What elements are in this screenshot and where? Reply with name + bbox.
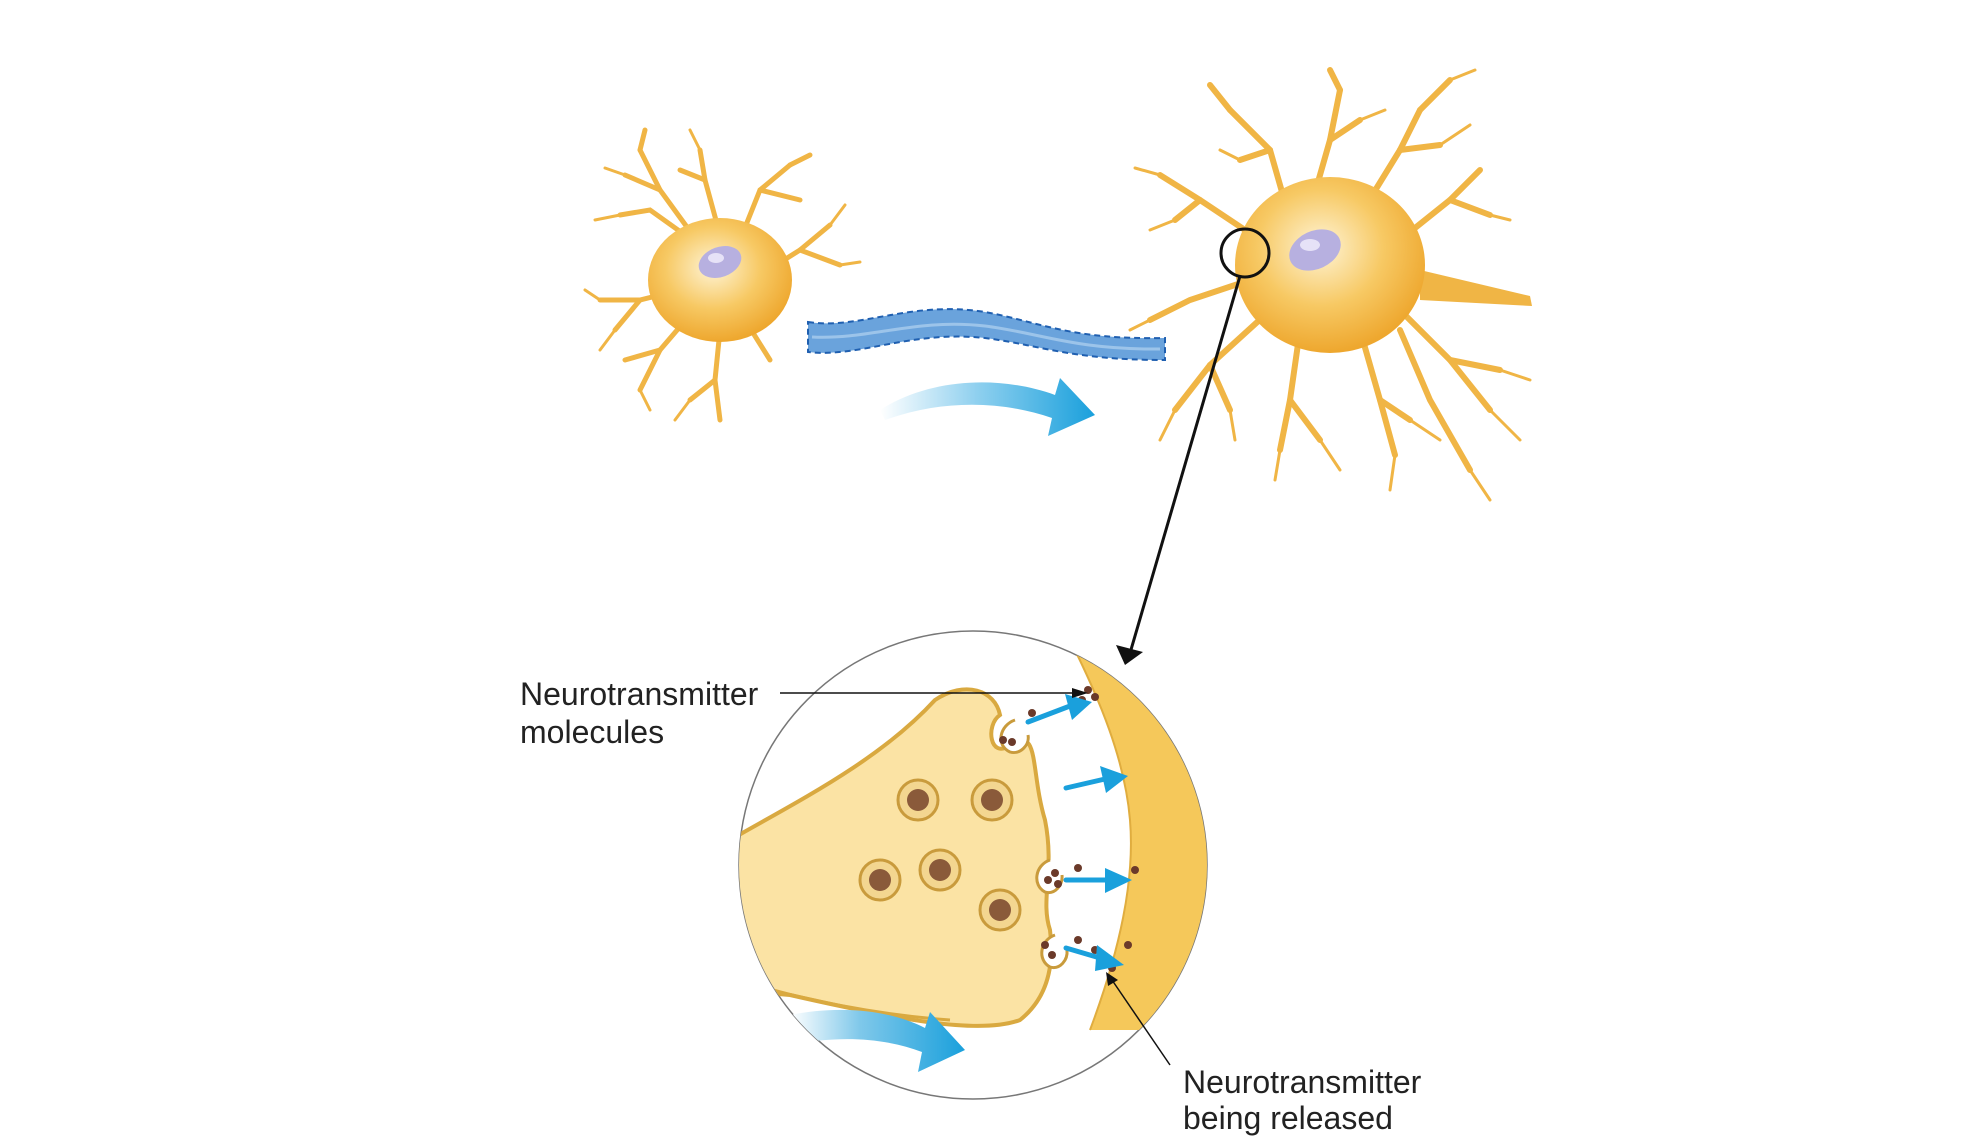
left-cell-body bbox=[648, 218, 792, 342]
axon-highlight bbox=[811, 322, 1161, 351]
right-neuron bbox=[1128, 67, 1532, 502]
zoom-ring bbox=[1219, 227, 1271, 279]
label-released-line1: Neurotransmitter bbox=[1183, 1064, 1422, 1100]
released-leader-head bbox=[1106, 972, 1118, 986]
synapse-closeup bbox=[738, 630, 1208, 1100]
released-leader-line bbox=[1111, 979, 1171, 1066]
zoom-pointer-head bbox=[1116, 645, 1143, 665]
flow-arrow-top bbox=[880, 378, 1095, 436]
zoom-pointer-line bbox=[1126, 275, 1242, 661]
molecules-leader-head bbox=[1072, 688, 1088, 698]
label-released-line2: being released bbox=[1183, 1100, 1393, 1136]
neurotransmitter-dots bbox=[999, 686, 1139, 972]
label-molecules-line1: Neurotransmitter bbox=[520, 676, 759, 712]
left-nucleus-highlight bbox=[708, 253, 724, 263]
axon[interactable] bbox=[807, 308, 1166, 362]
label-molecules-line2: molecules bbox=[520, 714, 665, 750]
presynaptic-terminal bbox=[739, 687, 1054, 1028]
right-axon-stub bbox=[1420, 270, 1532, 306]
release-arrows bbox=[1025, 694, 1132, 971]
right-cell-body bbox=[1235, 177, 1425, 353]
flow-arrow-closeup bbox=[790, 1009, 965, 1072]
vesicles bbox=[858, 778, 1022, 932]
right-nucleus-highlight bbox=[1300, 239, 1320, 251]
